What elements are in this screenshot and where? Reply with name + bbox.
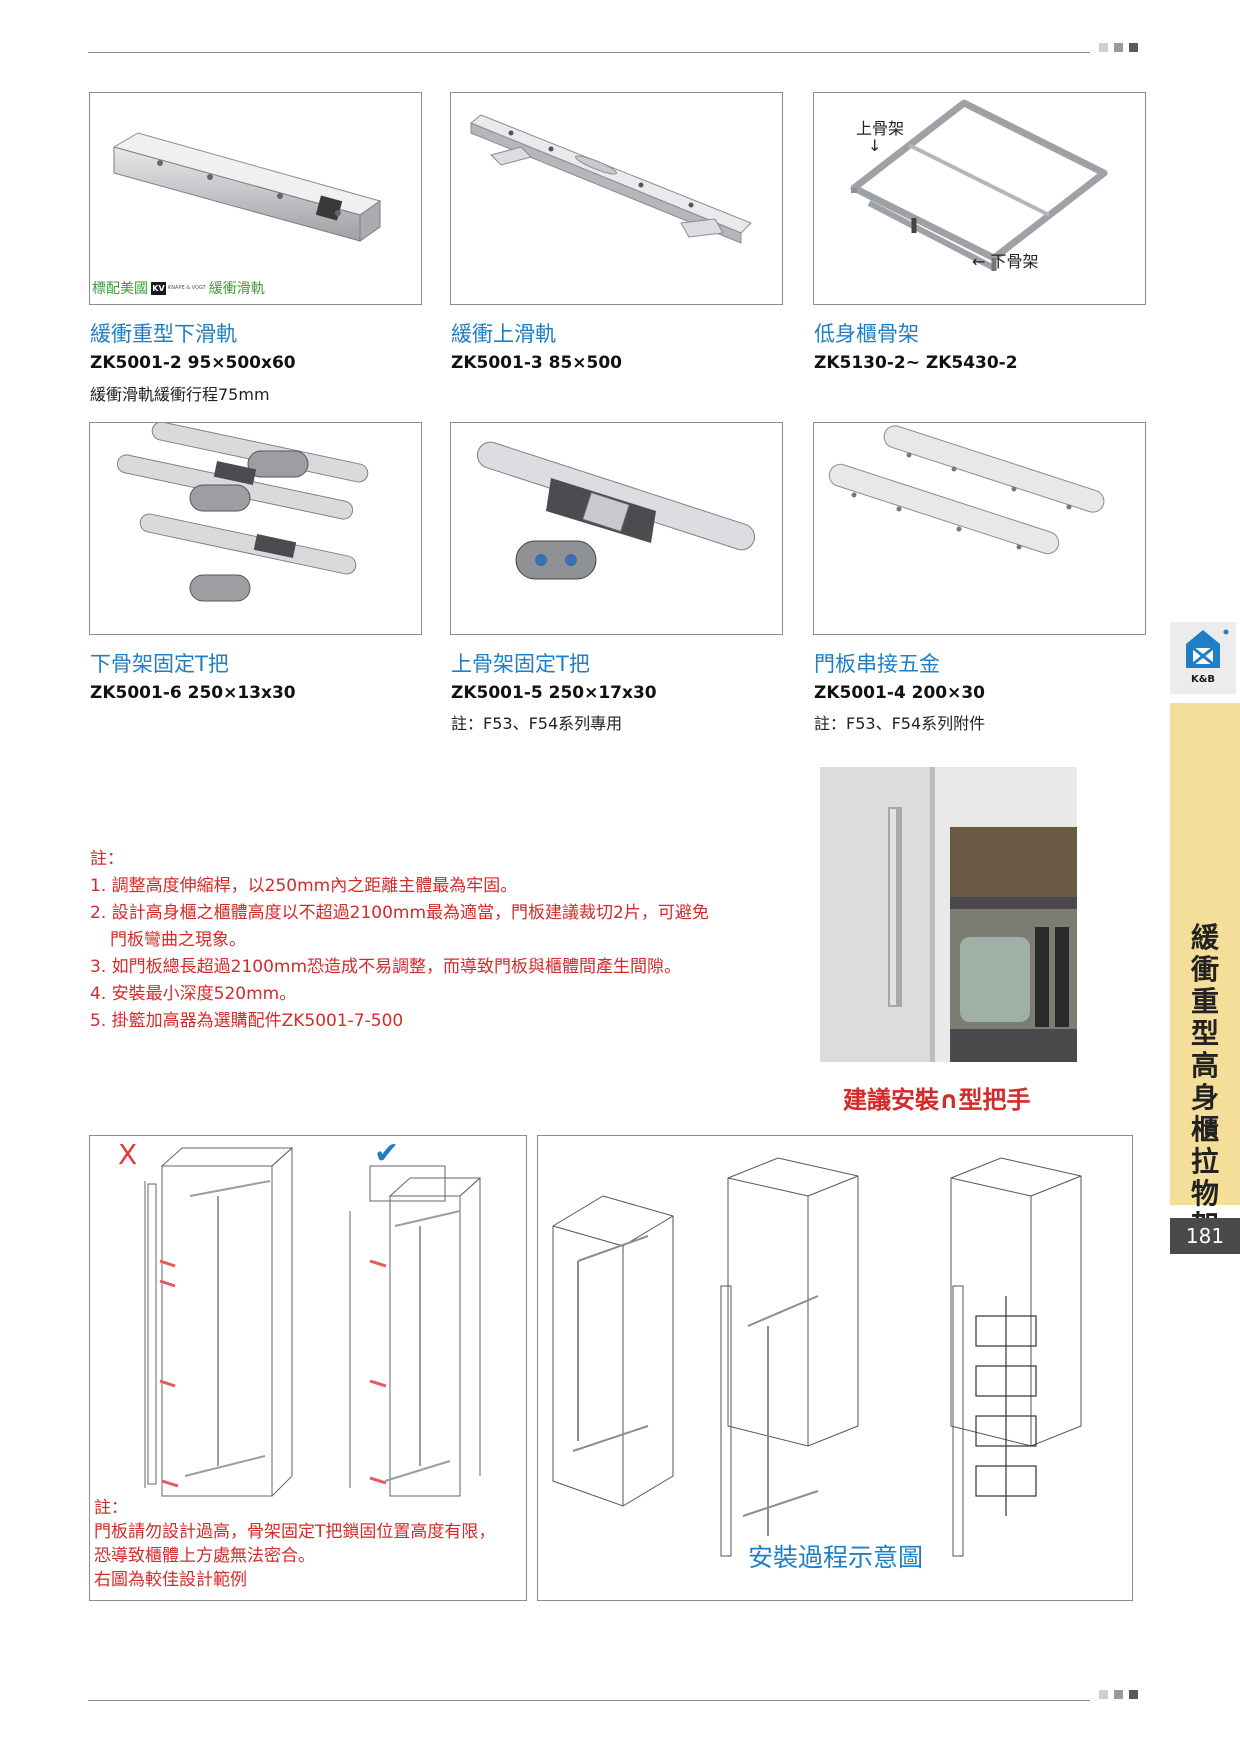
- product-name: 門板串接五金: [814, 652, 940, 676]
- product-code: ZK5001-5 250×17x30: [451, 683, 657, 703]
- product-name: 上骨架固定T把: [451, 652, 590, 676]
- standard-slide-badge: 標配美國 KV KNAPE & VOGT 緩衝滑軌: [92, 278, 265, 298]
- handle-photo: [820, 767, 1077, 1062]
- product-name: 緩衝重型下滑軌: [90, 322, 237, 346]
- installation-diagram: [537, 1135, 1133, 1601]
- diagram-note: 註： 門板請勿設計過高，骨架固定T把鎖固位置高度有限， 恐導致櫃體上方處無法密合…: [94, 1498, 496, 1590]
- product-code: ZK5001-6 250×13x30: [90, 683, 296, 703]
- bad-example-mark: X: [118, 1138, 138, 1171]
- good-example-check-icon: ✔: [374, 1136, 400, 1171]
- product-code: ZK5001-4 200×30: [814, 683, 986, 703]
- note-item: 5. 掛籃加高器為選購配件ZK5001-7-500: [90, 1011, 404, 1031]
- product-code: ZK5001-2 95×500x60: [90, 353, 296, 373]
- section-title-vertical: 緩衝重型高身櫃拉物架: [1190, 921, 1219, 1242]
- cabinet-height-diagram: [89, 1135, 527, 1601]
- callout-upper-frame: 上骨架: [856, 119, 905, 138]
- badge-prefix: 標配美國: [92, 281, 148, 297]
- header-squares: [1099, 43, 1138, 52]
- product-name: 下骨架固定T把: [90, 652, 229, 676]
- product-photo-lower-slide: [89, 92, 422, 305]
- brand-logo-text: K&B: [1190, 674, 1216, 685]
- product-photo-connector-plates: [813, 422, 1146, 635]
- brand-logo: K&B: [1170, 622, 1236, 694]
- product-photo-upper-t-bracket: [450, 422, 783, 635]
- product-note: 註：F53、F54系列附件: [814, 714, 986, 733]
- product-name: 低身櫃骨架: [814, 322, 919, 346]
- product-code: ZK5001-3 85×500: [451, 353, 623, 373]
- note-item: 1. 調整高度伸縮桿，以250mm內之距離主體最為牢固。: [90, 876, 518, 896]
- product-note: 註：F53、F54系列專用: [451, 714, 623, 733]
- product-photo-upper-slide: [450, 92, 783, 305]
- product-code: ZK5130-2~ ZK5430-2: [814, 353, 1018, 373]
- footer-rule: [88, 1700, 1090, 1701]
- kv-logo-icon: KV KNAPE & VOGT: [151, 281, 206, 295]
- section-side-tab: [1170, 703, 1240, 1205]
- badge-suffix: 緩衝滑軌: [208, 281, 265, 297]
- callout-upper-arrow: ↓: [868, 136, 882, 155]
- callout-lower-frame: ← 下骨架: [972, 252, 1039, 271]
- notes-title: 註：: [90, 849, 124, 869]
- note-item: 3. 如門板總長超過2100mm恐造成不易調整，而導致門板與櫃體間產生間隙。: [90, 957, 682, 977]
- notes-block: 註： 1. 調整高度伸縮桿，以250mm內之距離主體最為牢固。 2. 設計高身櫃…: [90, 846, 720, 1035]
- installation-caption: 安裝過程示意圖: [748, 1543, 924, 1572]
- header-rule: [88, 52, 1090, 53]
- handle-caption: 建議安裝∩型把手: [843, 1086, 1031, 1114]
- footer-squares: [1099, 1690, 1138, 1699]
- product-note: 緩衝滑軌緩衝行程75mm: [90, 385, 270, 404]
- house-logo-icon: [1186, 629, 1229, 668]
- product-photo-lower-t-bracket: [89, 422, 422, 635]
- product-name: 緩衝上滑軌: [451, 322, 556, 346]
- note-item: 4. 安裝最小深度520mm。: [90, 984, 297, 1004]
- product-photo-frame: 上骨架 ↓ ← 下骨架: [813, 92, 1146, 305]
- page-number: 181: [1170, 1218, 1240, 1254]
- note-item: 2. 設計高身櫃之櫃體高度以不超過2100mm最為適當，門板建議裁切2片，可避免…: [90, 903, 709, 950]
